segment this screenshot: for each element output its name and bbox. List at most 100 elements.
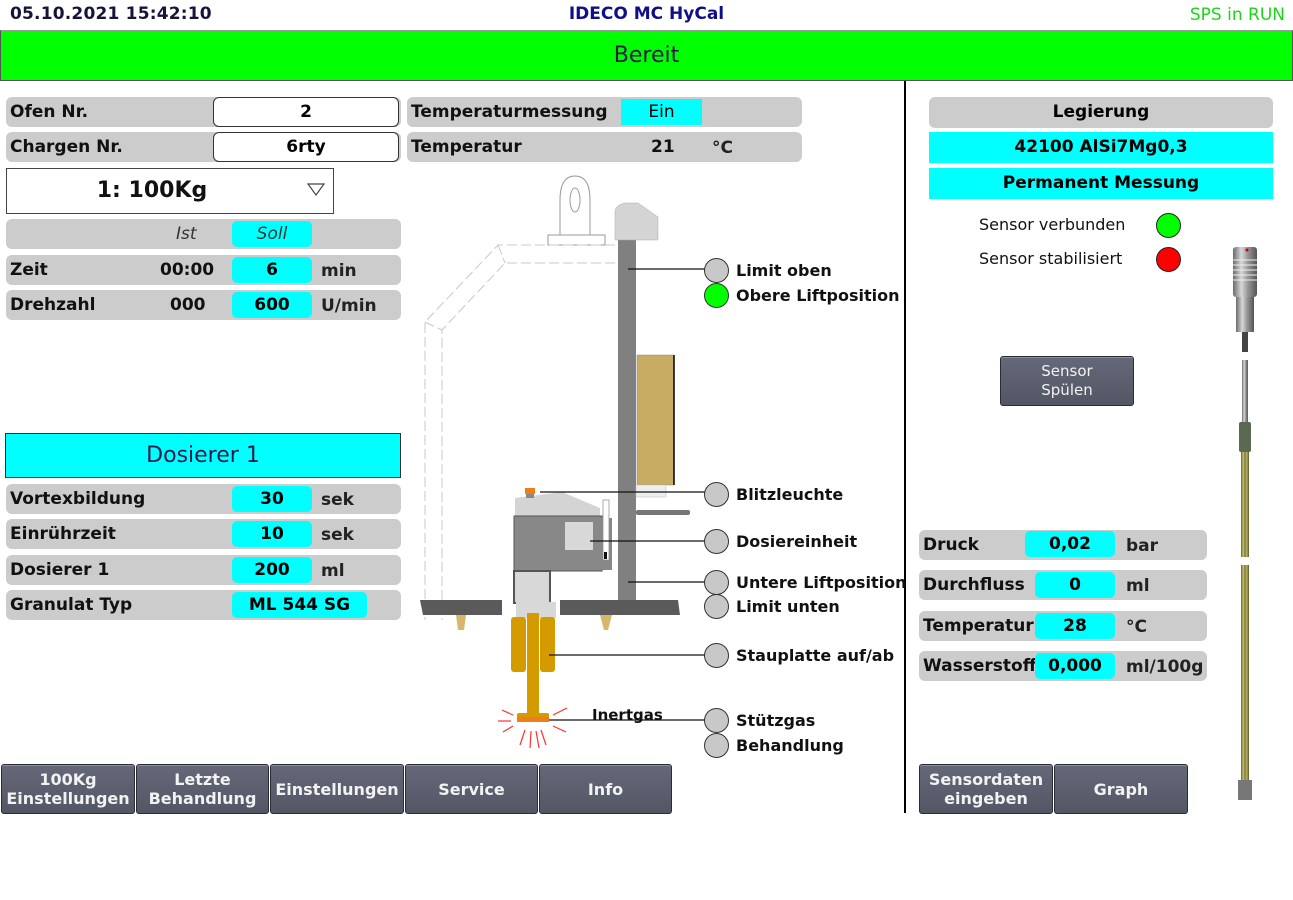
granulat-type-value[interactable]: ML 544 SG (232, 592, 367, 618)
dosierer-row: Einrührzeit 10 sek (6, 519, 401, 549)
charge-input[interactable]: 6rty (213, 132, 399, 162)
dosierer-row-value[interactable]: 30 (232, 486, 312, 512)
nav-100kg-settings-button[interactable]: 100Kg Einstellungen (1, 764, 135, 814)
dosierer-row-label: Vortexbildung (10, 489, 146, 509)
indicator-obere-liftposition: Obere Liftposition (704, 282, 899, 308)
dosierer-row-value[interactable]: 200 (232, 557, 312, 583)
lift-arm (636, 510, 690, 515)
rotor-shaft (527, 613, 539, 713)
indicator-dosiereinheit: Dosiereinheit (704, 528, 857, 554)
measurement-label: Temperatur (923, 616, 1034, 636)
indicator-label: Untere Liftposition (736, 572, 907, 592)
dosierer-row-unit: ml (321, 561, 345, 581)
indicator-untere-liftposition: Untere Liftposition (704, 569, 906, 595)
indicator-label: Dosiereinheit (736, 531, 858, 551)
sensor-probe-image (1233, 247, 1257, 800)
lift-column (618, 232, 636, 602)
status-led (704, 282, 729, 308)
zeit-unit: min (321, 261, 357, 281)
zeit-row: Zeit 00:00 6 min (6, 255, 401, 285)
sensor-stabilized-label: Sensor stabilisiert (979, 249, 1123, 268)
sensor-connected-led (1156, 213, 1181, 238)
leader-lines (540, 268, 705, 721)
measure-mode[interactable]: Permanent Messung (929, 168, 1273, 199)
measurement-row: Durchfluss 0 ml (919, 570, 1207, 600)
temperature-row: Temperatur 21 °C (407, 132, 802, 162)
dosierer-row-label: Einrührzeit (10, 524, 116, 544)
dosierer-title-text: Dosierer 1 (146, 443, 260, 468)
indicator-limit-unten: Limit unten (704, 593, 840, 619)
indicator-label: Limit unten (736, 596, 840, 616)
recipe-select[interactable]: 1: 100Kg (6, 168, 334, 214)
dosierer-row-label: Dosierer 1 (10, 560, 110, 580)
indicator-behandlung: Behandlung (704, 732, 844, 758)
zeit-ist: 00:00 (160, 260, 215, 280)
measurement-unit: °C (1126, 617, 1147, 637)
dosierer-row: Dosierer 1 200 ml (6, 555, 401, 585)
indicator-limit-oben: Limit oben (704, 257, 832, 283)
inertgas-label: Inertgas (592, 706, 663, 724)
sensor-data-input-button[interactable]: Sensordaten eingeben (919, 764, 1053, 814)
measurement-row: Wasserstoff 0,000 ml/100g (919, 651, 1207, 681)
indicator-stuetzgas: Stützgas (704, 707, 815, 733)
chevron-down-icon (307, 183, 325, 197)
measurement-row: Druck 0,02 bar (919, 530, 1207, 560)
nav-settings-button[interactable]: Einstellungen (270, 764, 404, 814)
furnace-plate-left (420, 600, 502, 615)
ist-header: Ist (176, 224, 197, 244)
temperature-unit: °C (712, 138, 733, 158)
ofen-label: Ofen Nr. (10, 102, 89, 122)
indicator-label: Blitzleuchte (736, 484, 844, 504)
indicator-label: Stützgas (736, 710, 816, 730)
drehzahl-soll[interactable]: 600 (232, 292, 312, 318)
status-led (704, 732, 729, 758)
drehzahl-ist: 000 (170, 295, 206, 315)
nav-info-button[interactable]: Info (539, 764, 672, 814)
charge-label: Chargen Nr. (10, 137, 123, 157)
measurement-value: 28 (1035, 613, 1115, 639)
temp-measure-toggle[interactable]: Ein (621, 99, 702, 125)
lift-hook (547, 175, 606, 246)
zeit-label: Zeit (10, 260, 48, 280)
blitzleuchte-lamp (525, 488, 535, 494)
measurement-value: 0,000 (1035, 653, 1115, 679)
sensor-flush-button[interactable]: Sensor Spülen (1000, 356, 1134, 406)
datetime: 05.10.2021 15:42:10 (10, 4, 212, 24)
dosierer-title: Dosierer 1 (5, 433, 401, 478)
nav-last-treatment-button[interactable]: Letzte Behandlung (136, 764, 269, 814)
status-led (704, 481, 729, 507)
baffle-left (511, 617, 526, 672)
recipe-select-value: 1: 100Kg (96, 178, 208, 203)
measurement-row: Temperatur 28 °C (919, 611, 1207, 641)
status-text: Bereit (613, 43, 680, 68)
plc-status: SPS in RUN (1189, 5, 1285, 25)
dosierer-row: Granulat Typ ML 544 SG (6, 590, 401, 620)
nav-service-button[interactable]: Service (405, 764, 538, 814)
temp-measure-label: Temperaturmessung (411, 102, 608, 122)
drehzahl-row: Drehzahl 000 600 U/min (6, 290, 401, 320)
control-cabinet (636, 354, 675, 486)
ofen-input[interactable]: 2 (213, 97, 399, 127)
status-led (704, 707, 729, 733)
dosierer-row-unit: sek (321, 525, 354, 545)
soll-header: Soll (232, 221, 312, 247)
temp-measure-row: Temperaturmessung Ein (407, 97, 802, 127)
status-bar: Bereit (0, 30, 1293, 81)
furnace-plate-right (560, 600, 680, 615)
sensor-connected-label: Sensor verbunden (979, 215, 1126, 234)
graph-button[interactable]: Graph (1054, 764, 1188, 814)
indicator-label: Limit oben (736, 260, 832, 280)
dosierer-row-unit: sek (321, 490, 354, 510)
temperature-value: 21 (651, 137, 675, 157)
column-cap (614, 202, 659, 241)
machine-diagram: Inertgas (420, 175, 705, 749)
zeit-soll[interactable]: 6 (232, 257, 312, 283)
app-title: IDECO MC HyCal (568, 4, 725, 24)
indicator-label: Obere Liftposition (736, 285, 900, 305)
measurement-unit: ml (1126, 576, 1150, 596)
status-led (704, 642, 729, 668)
dosierer-row-label: Granulat Typ (10, 595, 133, 615)
ist-soll-header: Ist Soll (6, 219, 401, 249)
dosierer-row-value[interactable]: 10 (232, 521, 312, 547)
legierung-value[interactable]: 42100 AlSi7Mg0,3 (929, 132, 1273, 163)
